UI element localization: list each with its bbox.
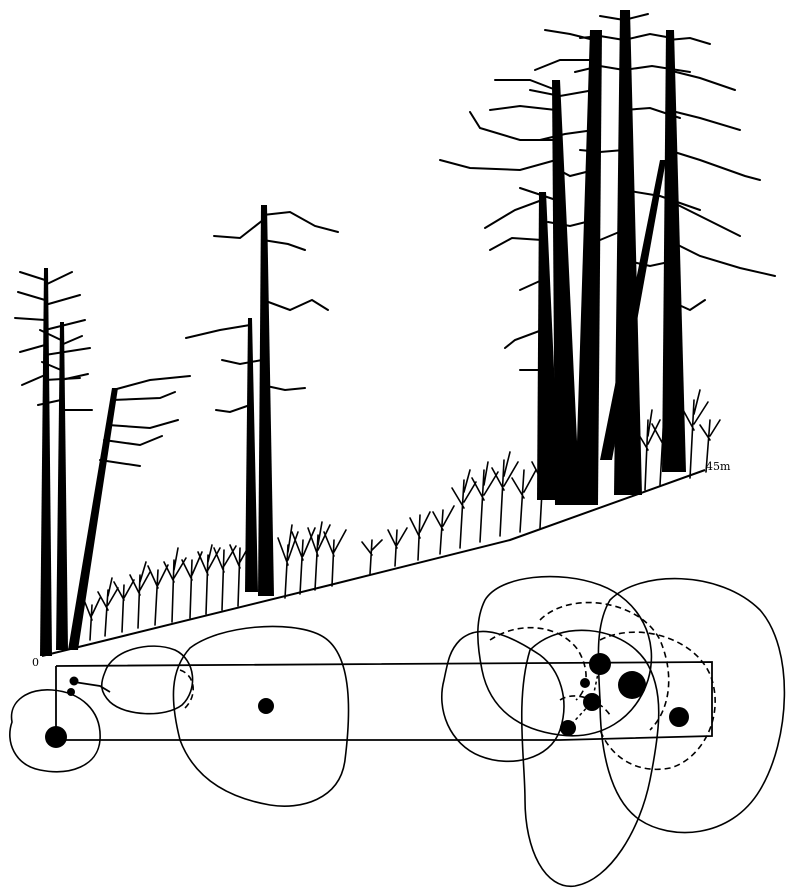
tree-trunks — [40, 10, 686, 656]
transect-plot-outline — [56, 662, 712, 740]
tree-branches — [15, 14, 775, 466]
crown-projections-solid — [10, 577, 785, 887]
ground-line — [42, 470, 705, 656]
transect-end-label: 45m — [706, 460, 731, 473]
transect-start-label: 0 — [32, 656, 39, 669]
